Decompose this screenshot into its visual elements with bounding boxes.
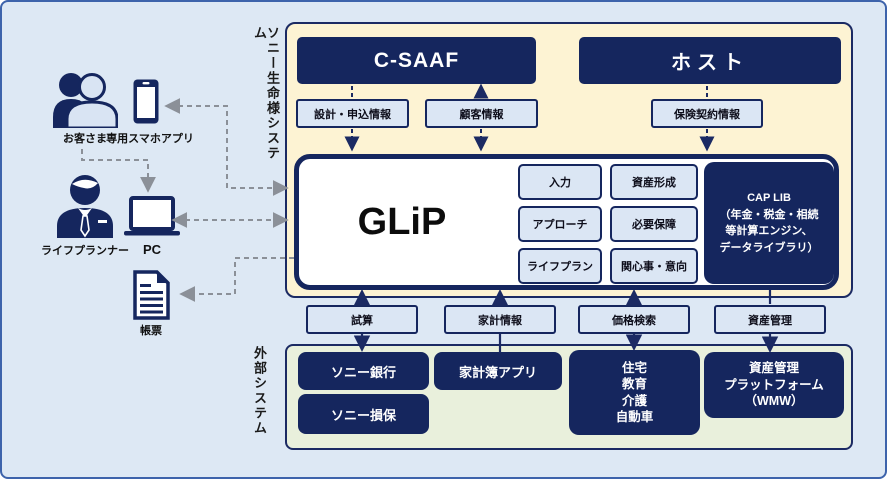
life-services-box: 住宅 教育 介護 自動車: [569, 350, 700, 435]
customer-icon: [52, 72, 118, 128]
glip-title: GLiP: [357, 200, 447, 243]
glip-function-required-coverage: 必要保障: [610, 206, 698, 242]
host-box: ホスト: [579, 37, 841, 84]
cap-lib-line: データライブラリ）: [719, 241, 819, 254]
life-services-line: 介護: [621, 393, 647, 408]
smartphone-label: 専用スマホアプリ: [106, 133, 194, 145]
life-services-line: 住宅: [621, 361, 647, 375]
cap-lib-box: CAP LIB （年金・税金・相続 等計算エンジン、 データライブラリ）: [704, 162, 834, 284]
glip-function-lifeplan: ライフプラン: [518, 248, 602, 284]
sony-system-section-label: ソニー生命様システム: [252, 26, 280, 161]
report-label: 帳票: [140, 325, 162, 337]
design-application-info-label: 設計・申込情報: [296, 99, 409, 128]
bridge-label-household-info: 家計情報: [444, 305, 556, 334]
glip-function-asset-building: 資産形成: [610, 164, 698, 200]
insurance-contract-info-label: 保険契約情報: [651, 99, 763, 128]
life-services-line: 自動車: [615, 409, 654, 424]
wmw-line: 資産管理: [748, 360, 799, 375]
sony-bank-box: ソニー銀行: [298, 352, 429, 390]
cap-lib-line: 等計算エンジン、: [725, 225, 813, 237]
report-icon: [133, 270, 170, 320]
household-app-box: 家計簿アプリ: [434, 352, 562, 390]
wmw-platform-box: 資産管理 プラットフォーム （WMW）: [704, 352, 844, 418]
customer-label: お客さま: [63, 133, 107, 145]
csaaf-box: C-SAAF: [297, 37, 536, 84]
smartphone-icon: [132, 78, 160, 125]
cap-lib-line: （年金・税金・相続: [719, 208, 819, 221]
pc-label: PC: [142, 242, 162, 257]
life-services-line: 教育: [621, 377, 647, 392]
sony-sonpo-box: ソニー損保: [298, 394, 429, 434]
glip-function-approach: アプローチ: [518, 206, 602, 242]
customer-info-label: 顧客情報: [425, 99, 538, 128]
pc-icon: [122, 196, 182, 238]
cap-lib-line: CAP LIB: [747, 192, 791, 204]
life-planner-label: ライフプランナー: [41, 245, 129, 257]
wmw-line: （WMW）: [744, 394, 804, 409]
external-system-section-label: 外部システム: [252, 346, 267, 436]
glip-function-interests: 関心事・意向: [610, 248, 698, 284]
bridge-label-trial-calculation: 試算: [306, 305, 418, 334]
bridge-label-price-search: 価格検索: [578, 305, 690, 334]
life-planner-icon: [54, 174, 116, 238]
wmw-line: プラットフォーム: [724, 377, 824, 392]
glip-function-input: 入力: [518, 164, 602, 200]
bridge-label-asset-management: 資産管理: [714, 305, 826, 334]
arrow-glip-to-report: [179, 257, 294, 302]
